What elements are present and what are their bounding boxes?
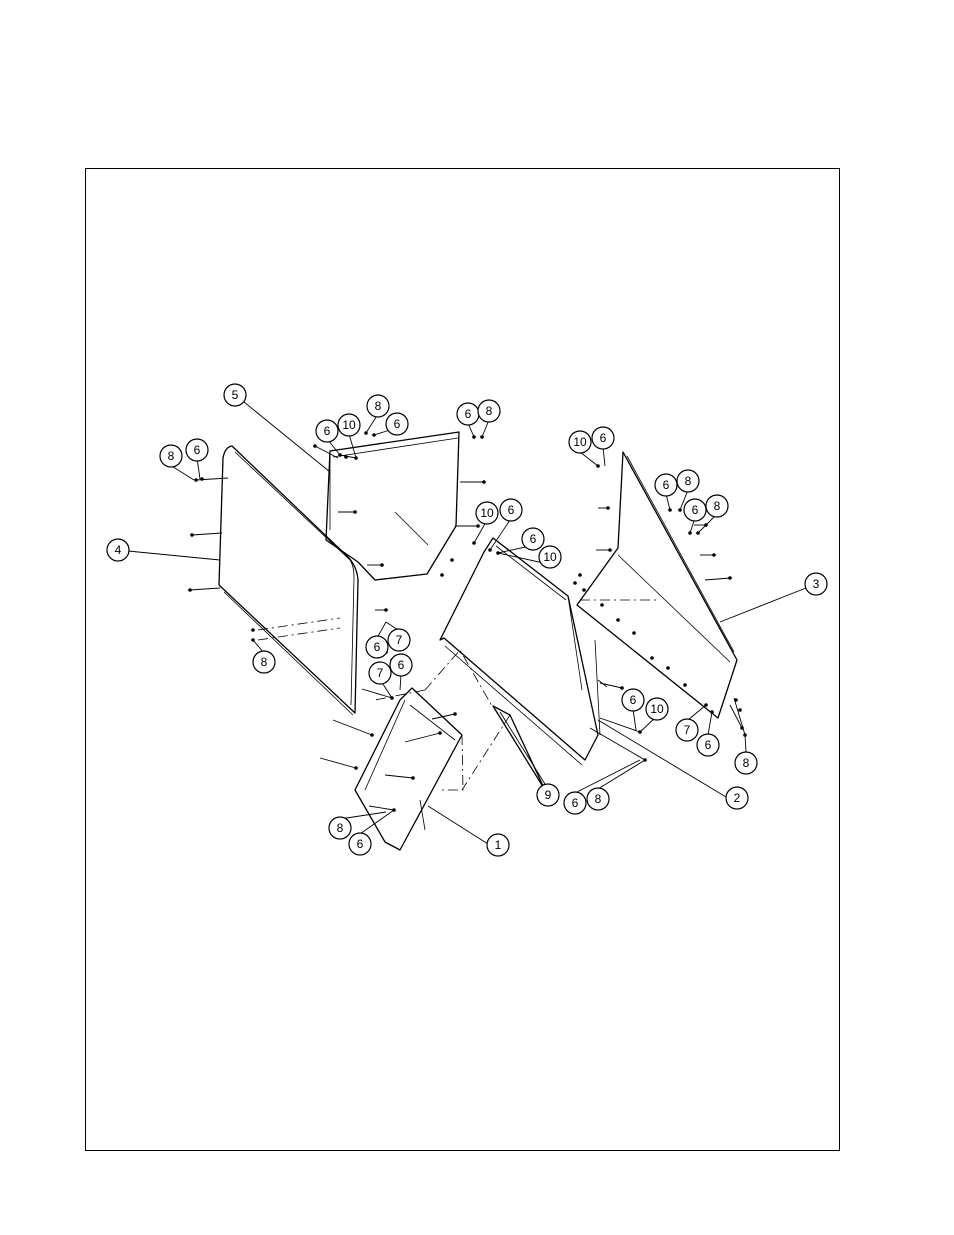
svg-text:8: 8 — [375, 399, 382, 413]
callout-1: 1 — [487, 834, 509, 856]
callout-8: 8 — [735, 752, 757, 774]
callout-9: 9 — [537, 784, 559, 806]
callout-3: 3 — [805, 573, 827, 595]
callout-10: 10 — [646, 698, 668, 720]
svg-text:6: 6 — [394, 417, 401, 431]
svg-text:6: 6 — [374, 640, 381, 654]
callout-8: 8 — [677, 470, 699, 492]
svg-text:7: 7 — [684, 723, 691, 737]
callout-8: 8 — [478, 400, 500, 422]
svg-text:5: 5 — [232, 388, 239, 402]
svg-text:8: 8 — [714, 499, 721, 513]
callout-6: 6 — [592, 427, 614, 449]
svg-text:6: 6 — [572, 796, 579, 810]
callout-8: 8 — [587, 788, 609, 810]
callout-6: 6 — [186, 439, 208, 461]
callout-6: 6 — [564, 792, 586, 814]
callout-4: 4 — [107, 539, 129, 561]
callout-6: 6 — [457, 403, 479, 425]
part-3-right-panel — [577, 452, 737, 735]
callout-8: 8 — [253, 651, 275, 673]
callout-5: 5 — [224, 384, 246, 406]
part-5-rear-panel — [326, 432, 459, 580]
svg-text:8: 8 — [743, 756, 750, 770]
svg-text:8: 8 — [337, 821, 344, 835]
svg-text:6: 6 — [663, 478, 670, 492]
svg-text:4: 4 — [115, 543, 122, 557]
part-2-center-panel — [440, 538, 598, 765]
svg-text:2: 2 — [734, 791, 741, 805]
svg-text:7: 7 — [396, 633, 403, 647]
svg-text:8: 8 — [261, 655, 268, 669]
callout-6: 6 — [655, 474, 677, 496]
callout-7: 7 — [676, 719, 698, 741]
svg-text:10: 10 — [543, 550, 557, 564]
callout-7: 7 — [369, 662, 391, 684]
svg-text:6: 6 — [357, 837, 364, 851]
svg-text:6: 6 — [508, 503, 515, 517]
svg-text:7: 7 — [377, 666, 384, 680]
callout-10: 10 — [338, 414, 360, 436]
callout-10: 10 — [476, 502, 498, 524]
callout-10: 10 — [539, 546, 561, 568]
callout-6: 6 — [390, 654, 412, 676]
callout-10: 10 — [569, 431, 591, 453]
callout-8: 8 — [706, 495, 728, 517]
svg-text:6: 6 — [530, 532, 537, 546]
callout-6: 6 — [500, 499, 522, 521]
svg-text:6: 6 — [705, 738, 712, 752]
svg-text:10: 10 — [650, 702, 664, 716]
callout-6: 6 — [316, 420, 338, 442]
callout-6: 6 — [522, 528, 544, 550]
svg-text:6: 6 — [692, 503, 699, 517]
callout-6: 6 — [386, 413, 408, 435]
svg-text:8: 8 — [685, 474, 692, 488]
svg-text:8: 8 — [168, 449, 175, 463]
svg-text:10: 10 — [342, 418, 356, 432]
svg-text:6: 6 — [194, 443, 201, 457]
svg-text:10: 10 — [480, 506, 494, 520]
callout-6: 6 — [697, 734, 719, 756]
svg-text:6: 6 — [398, 658, 405, 672]
callout-7: 7 — [388, 629, 410, 651]
callout-bubbles: 5 8 6 6 10 8 6 6 8 10 6 6 8 6 8 4 10 6 6… — [107, 384, 827, 856]
svg-text:8: 8 — [486, 404, 493, 418]
assembly-centerlines — [258, 600, 660, 790]
callout-6: 6 — [349, 833, 371, 855]
svg-text:8: 8 — [595, 792, 602, 806]
svg-text:9: 9 — [545, 788, 552, 802]
part-4-side-panel — [219, 446, 358, 715]
callout-6: 6 — [684, 499, 706, 521]
callout-6: 6 — [622, 689, 644, 711]
callout-6: 6 — [366, 636, 388, 658]
svg-text:1: 1 — [495, 838, 502, 852]
svg-text:6: 6 — [630, 693, 637, 707]
svg-text:10: 10 — [573, 435, 587, 449]
callout-8: 8 — [160, 445, 182, 467]
callout-2: 2 — [726, 787, 748, 809]
callout-leaders — [128, 402, 806, 844]
callout-8: 8 — [367, 395, 389, 417]
svg-text:6: 6 — [324, 424, 331, 438]
svg-text:6: 6 — [465, 407, 472, 421]
svg-text:3: 3 — [813, 577, 820, 591]
svg-text:6: 6 — [600, 431, 607, 445]
callout-8: 8 — [329, 817, 351, 839]
